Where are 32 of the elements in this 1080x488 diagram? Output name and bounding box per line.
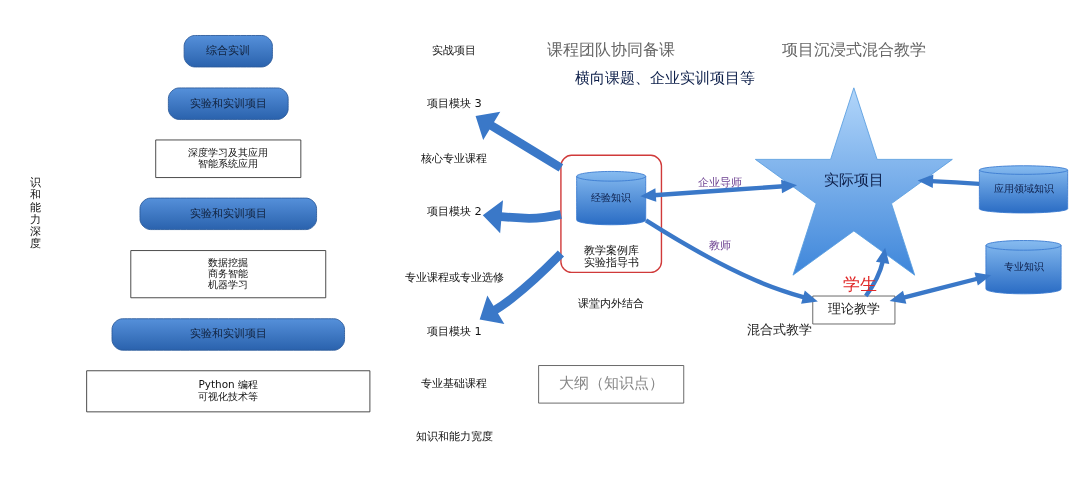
node-box: 深度学习及其应用 智能系统应用 — [155, 139, 302, 178]
node-box: 实验和实训项目 — [111, 318, 345, 351]
node-text: 项目模块 1 — [426, 323, 482, 338]
edge-label: 企业导师 — [697, 175, 742, 190]
label: 专业基础课程 — [421, 376, 488, 391]
node-text: 项目模块 3 — [426, 95, 482, 110]
arrow — [479, 250, 565, 324]
label: 项目沉浸式混合教学 — [781, 40, 926, 60]
label: 识和能力深度 — [30, 175, 42, 251]
arrow — [475, 111, 564, 172]
label: 专业课程或专业选修 — [404, 269, 504, 284]
node-text: 项目模块 2 — [426, 204, 482, 219]
edge-label: 教师 — [708, 238, 731, 253]
label: 课程团队协同备课 — [547, 40, 676, 60]
label: 知识和能力宽度 — [415, 428, 493, 443]
node-box: Python 编程 可视化技术等 — [86, 370, 371, 413]
label: 核心专业课程 — [421, 150, 488, 165]
node-label: 混合式教学 — [747, 322, 813, 338]
node-box: 理论教学 — [812, 295, 896, 325]
node-label: 横向课题、企业实训项目等 — [574, 69, 755, 88]
arrow — [889, 272, 992, 304]
arrow — [917, 174, 980, 188]
arrow — [644, 218, 818, 304]
node-box: 实验和实训项目 — [167, 87, 289, 120]
node-box: 大纲（知识点） — [538, 365, 685, 404]
label: 课堂内外结合 — [578, 295, 645, 310]
node-box: 数据挖掘 商务智能 机器学习 — [130, 250, 327, 299]
node-box: 实验和实训项目 — [139, 197, 317, 230]
arrow — [482, 200, 562, 234]
node-box: 综合实训 — [183, 35, 273, 68]
arrow — [640, 179, 797, 202]
label: 实战项目 — [432, 43, 477, 58]
